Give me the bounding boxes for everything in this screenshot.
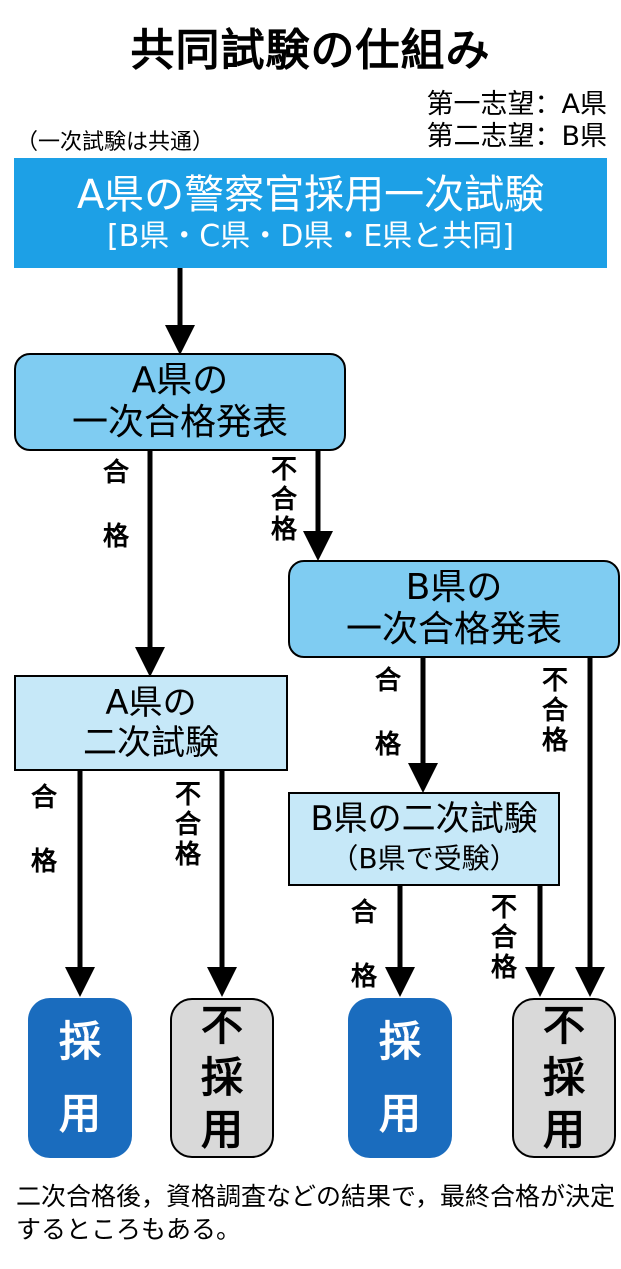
b-first-result-box: B県の 一次合格発表 [288, 560, 620, 658]
footnote: 二次合格後，資格調査などの結果で，最終合格が決定するところもある。 [16, 1182, 616, 1244]
label-a2-pass: 合 格 [30, 783, 57, 877]
a-second-exam-line1: A県の [105, 683, 197, 723]
first-exam-title: A県の警察官採用一次試験 [76, 172, 545, 218]
label-a-pass: 合 格 [102, 458, 129, 552]
result-adopt-a: 採 用 [28, 998, 132, 1158]
a-first-result-line1: A県の [131, 360, 229, 401]
result-reject-b: 不 採 用 [512, 998, 616, 1158]
first-exam-joint: [B県・C県・D県・E県と共同] [107, 219, 514, 254]
label-b-pass: 合 格 [374, 666, 401, 760]
a-first-result-line2: 一次合格発表 [71, 402, 288, 443]
page-title: 共同試験の仕組み [130, 25, 491, 76]
first-preference: 第一志望：A県 [426, 89, 607, 120]
label-b2-fail: 不 合 格 [490, 893, 517, 983]
b-second-exam-box: B県の二次試験 （B県で受験） [288, 792, 560, 886]
label-a2-fail: 不 合 格 [174, 780, 201, 870]
first-exam-box: A県の警察官採用一次試験 [B県・C県・D県・E県と共同] [14, 158, 607, 268]
result-adopt-b: 採 用 [348, 998, 452, 1158]
label-b-fail: 不 合 格 [541, 666, 568, 756]
b-first-result-line2: 一次合格発表 [345, 609, 562, 650]
a-second-exam-line2: 二次試験 [83, 723, 219, 763]
b-second-exam-line2: （B県で受験） [330, 842, 518, 875]
common-exam-note: （一次試験は共通） [16, 130, 215, 155]
b-first-result-line1: B県の [405, 567, 503, 608]
b-second-exam-line1: B県の二次試験 [310, 799, 538, 839]
label-a-fail: 不 合 格 [270, 455, 297, 545]
label-b2-pass: 合 格 [350, 898, 377, 992]
a-first-result-box: A県の 一次合格発表 [14, 353, 346, 451]
second-preference: 第二志望：B県 [426, 121, 607, 152]
result-reject-a: 不 採 用 [170, 998, 274, 1158]
